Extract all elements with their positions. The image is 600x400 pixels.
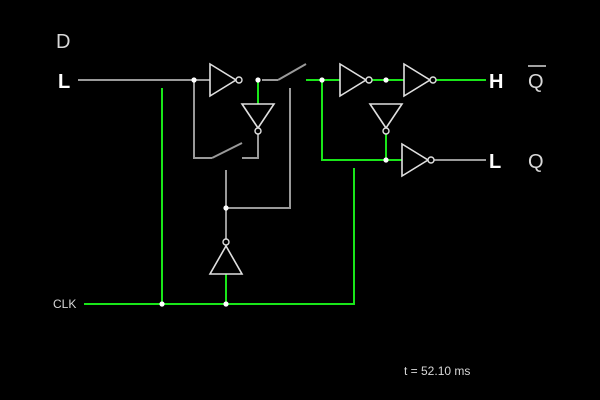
inverter-d <box>209 62 243 98</box>
transmission-switch-bottom <box>211 142 243 159</box>
inverter-latch-feedback <box>368 103 404 135</box>
inverter-q-output <box>401 142 435 178</box>
clkbar-wire-right <box>226 88 291 209</box>
inverter-feedback <box>240 103 276 135</box>
q-state-label: L <box>489 151 501 173</box>
low-wires <box>78 79 486 240</box>
q-label: Q <box>528 151 544 173</box>
feedback-wire-right <box>242 132 259 159</box>
high-wires <box>84 79 486 305</box>
inverter-clk <box>208 238 244 275</box>
qbar-state-label: H <box>489 71 503 93</box>
latch-node-wire <box>321 80 402 161</box>
time-readout: t = 52.10 ms <box>404 364 470 378</box>
input-state-label[interactable]: L <box>58 71 70 93</box>
clk-label: CLK <box>53 297 76 311</box>
inverter-qbar-output <box>403 62 437 98</box>
junction-dots <box>159 77 389 307</box>
clk-wire <box>84 168 355 305</box>
inverter-latch-1 <box>339 62 373 98</box>
transmission-switch-top <box>277 63 307 81</box>
qbar-label: Q <box>528 71 544 93</box>
d-label: D <box>56 31 70 53</box>
feedback-wire-left <box>193 80 212 159</box>
